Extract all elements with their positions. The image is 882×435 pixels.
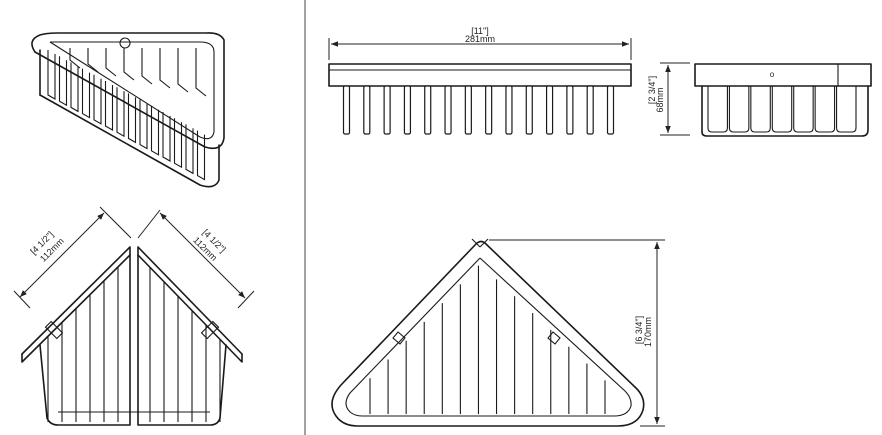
isometric-back-wire [141,48,153,85]
front-wire [424,85,432,135]
height-dim-inch: [2 3/4"] [647,76,657,104]
front-wire [505,85,513,135]
isometric-back-wire [69,48,81,69]
side-view-wires [707,86,857,133]
isometric-wires [47,48,207,181]
left-side-extension-a [13,290,31,309]
top-view-half-section: [4 1/2"] 112mm [4 1/2"] 112mm [13,206,255,426]
side-view-mark: o [770,70,775,79]
top-view-wires [369,265,606,414]
half-section-wires [47,266,221,422]
isometric-view [31,32,225,188]
depth-dim-mm: 170mm [643,317,653,347]
isometric-wire [150,105,160,156]
isometric-back-wire [159,48,171,89]
isometric-wire [196,130,206,181]
isometric-wire [185,124,194,175]
isometric-wire [70,62,79,113]
isometric-wire [104,81,114,131]
left-side-dimension-line [19,212,105,298]
depth-dim-inch: [6 3/4"] [634,316,644,344]
isometric-wire [116,87,125,138]
isometric-wire [127,93,137,144]
front-wire [383,85,391,135]
side-wire [707,86,728,133]
length-dim-inch: [11"] [471,26,489,36]
isometric-wire [173,118,183,169]
front-wire [566,85,574,135]
isometric-wire [162,112,171,162]
front-wire [586,85,594,135]
isometric-back-wire [87,48,99,73]
front-view: [11"] 281mm [328,26,632,135]
right-side-dimension-line [159,212,246,299]
right-side-extension-b [237,290,255,309]
side-wire [836,86,857,133]
side-wire [793,86,814,133]
front-wire [342,85,351,135]
side-wire [771,86,793,133]
front-wire [363,85,371,135]
side-wire [814,86,836,133]
front-wire [444,85,452,135]
front-wire [545,85,554,135]
length-dim-mm: 281mm [465,34,495,44]
isometric-wire [47,50,56,100]
right-side-extension-a [137,209,161,239]
front-view-wires [342,85,615,135]
front-wire [485,85,493,135]
front-wire [464,85,472,135]
left-side-extension-b [99,206,132,239]
side-wire [728,86,750,133]
isometric-back-wire [105,48,117,77]
front-wire [525,85,533,135]
isometric-wire [139,99,148,150]
side-view: [2 3/4"] 68mm o [647,62,872,137]
isometric-back-wire [123,48,135,81]
front-wire [606,85,615,135]
isometric-back-wire [177,48,189,93]
height-dim-mm: 68mm [655,87,665,112]
isometric-wire [58,56,68,107]
front-rim [328,63,632,87]
isometric-back-wire [195,48,207,97]
side-wire [750,86,771,133]
isometric-wire [93,74,102,125]
top-view: [6 3/4"] 170mm [331,238,665,427]
isometric-wire [81,68,91,119]
front-wire [403,85,412,135]
side-rim [694,63,872,87]
